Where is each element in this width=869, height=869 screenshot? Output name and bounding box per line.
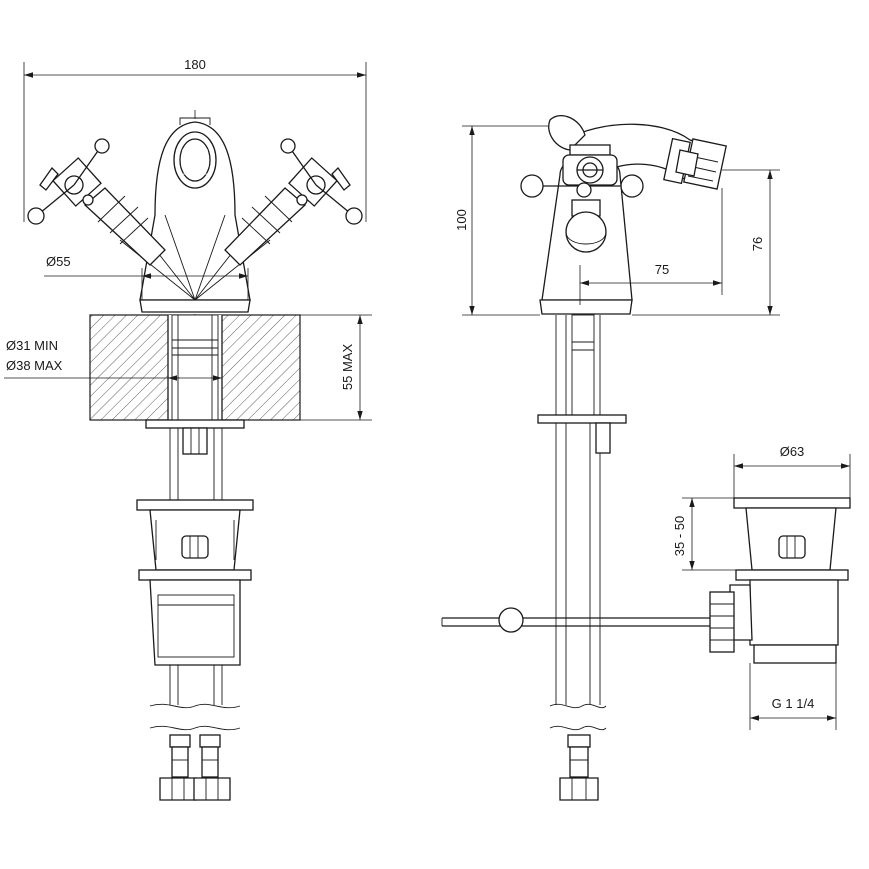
dim-waste-range: 35 - 50 — [672, 516, 687, 556]
right-hose-fitting — [193, 734, 231, 801]
dim-deck-thickness: 55 MAX — [340, 344, 355, 391]
dim-hole-max: Ø38 MAX — [6, 358, 63, 373]
dim-spout-reach: 75 — [655, 262, 669, 277]
front-view: 180 — [4, 57, 372, 801]
dim-waste-diameter: Ø63 — [780, 444, 805, 459]
dim-hole-min: Ø31 MIN — [6, 338, 58, 353]
left-valve-handle — [27, 138, 166, 266]
right-valve-handle — [224, 138, 363, 266]
dim-height-100: 100 — [454, 209, 469, 231]
dim-diameter-55: Ø55 — [46, 254, 71, 269]
dim-width-180: 180 — [184, 57, 206, 72]
left-hose-fitting — [159, 734, 197, 801]
side-hose-fitting — [559, 734, 599, 801]
dim-spout-height: 76 — [750, 237, 765, 251]
side-view: 100 76 75 — [441, 115, 851, 801]
dim-waste-thread: G 1 1/4 — [772, 696, 815, 711]
